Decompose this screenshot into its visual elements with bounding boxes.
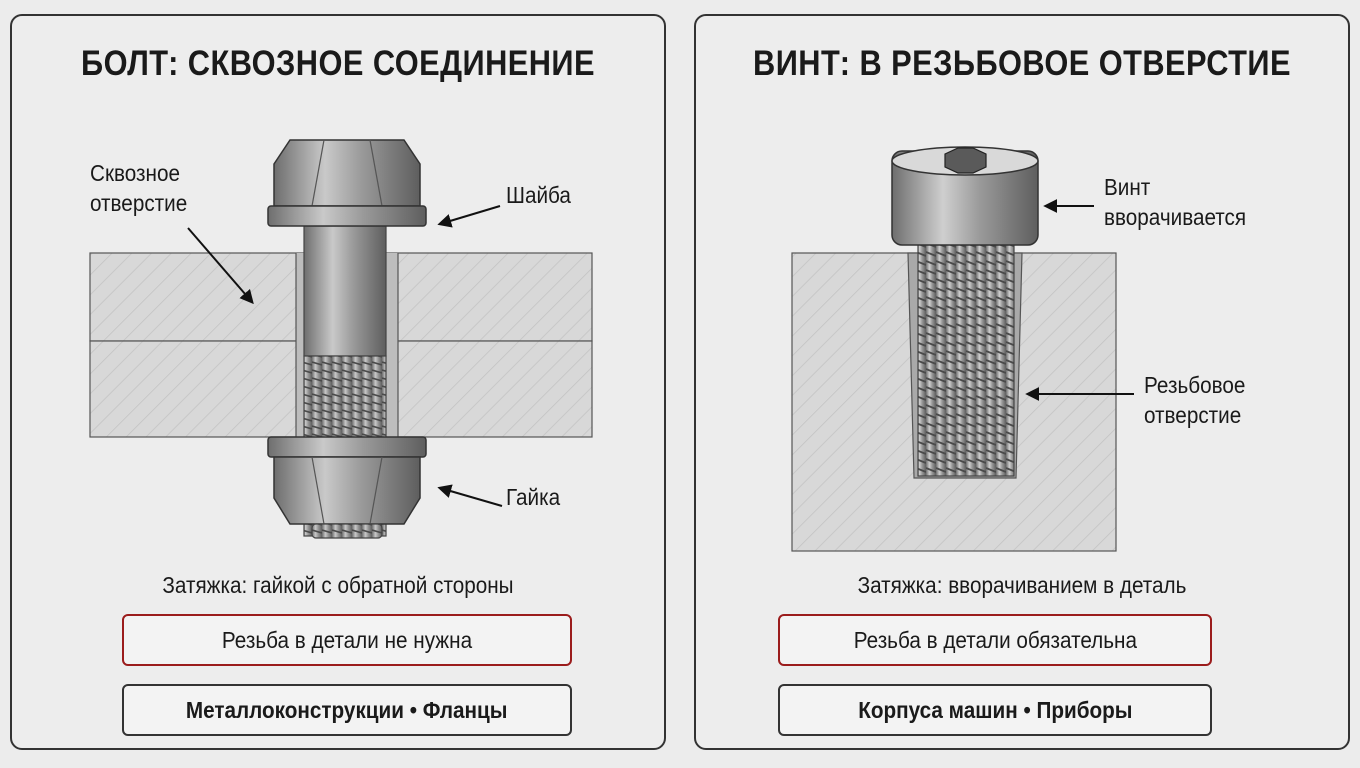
through-hole-label: Сквозное отверстие [90, 158, 187, 218]
nut [273, 456, 421, 525]
nut-label: Гайка [506, 484, 561, 510]
washer-arrow [437, 205, 501, 228]
screw-thread [917, 241, 1015, 477]
threaded-hole-label-text: Резьбовое отверстие [1144, 372, 1246, 428]
screw-label: Винт вворачивается [1104, 172, 1246, 232]
bolt-applications: Металлоконструкции • Фланцы [122, 684, 572, 736]
bottom-washer [267, 436, 427, 458]
hex-socket [944, 147, 987, 174]
screw-tightening-caption: Затяжка: вворачиванием в деталь [857, 572, 1187, 598]
nut-arrow [437, 484, 503, 507]
screw-applications-text: Корпуса машин • Приборы [857, 696, 1133, 723]
bolt-thread-note: Резьба в детали не нужна [122, 614, 572, 666]
bolt-shank [303, 225, 387, 357]
bolt-panel: БОЛТ: СКВОЗНОЕ СОЕДИНЕНИЕ [10, 14, 666, 750]
screw-applications: Корпуса машин • Приборы [778, 684, 1212, 736]
washer-label: Шайба [506, 182, 571, 208]
bolt-illustration [89, 139, 593, 539]
screw-illustration [791, 146, 1134, 552]
top-washer [267, 205, 427, 227]
screw-label-text: Винт вворачивается [1104, 174, 1247, 230]
through-hole-arrow [187, 227, 254, 305]
screw-thread-note: Резьба в детали обязательна [778, 614, 1212, 666]
through-hole-label-text: Сквозное отверстие [90, 160, 188, 216]
bolt-tightening-caption: Затяжка: гайкой с обратной стороны [162, 572, 514, 598]
bolt-thread-note-text: Резьба в детали не нужна [221, 626, 473, 653]
bolt-applications-text: Металлоконструкции • Фланцы [186, 696, 508, 723]
screw-panel: ВИНТ: В РЕЗЬБОВОЕ ОТВЕРСТИЕ [694, 14, 1350, 750]
screw-thread-note-text: Резьба в детали обязательна [853, 626, 1137, 653]
bolt-head [273, 139, 421, 207]
bolt-panel-title: БОЛТ: СКВОЗНОЕ СОЕДИНЕНИЕ [80, 44, 596, 83]
threaded-hole-label: Резьбовое отверстие [1144, 370, 1245, 430]
screw-panel-title: ВИНТ: В РЕЗЬБОВОЕ ОТВЕРСТИЕ [753, 44, 1291, 83]
